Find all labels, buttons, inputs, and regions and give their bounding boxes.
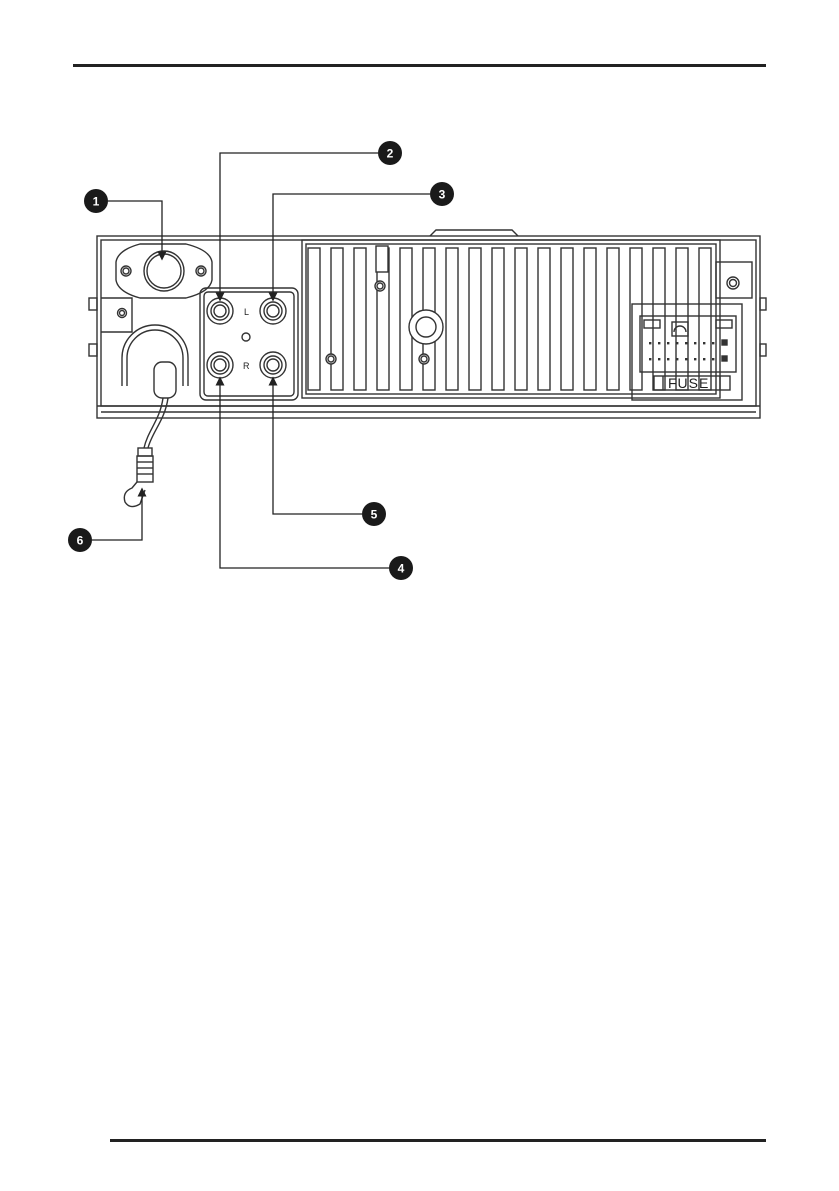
callout-5-label: 5 xyxy=(371,508,378,522)
rca-jack-front-right xyxy=(207,352,233,378)
antenna-socket xyxy=(116,244,212,298)
heat-sink-fin xyxy=(308,248,320,390)
heat-sink-fin xyxy=(561,248,573,390)
connector-pin xyxy=(694,342,696,344)
heat-sink-fin xyxy=(331,248,343,390)
rca-panel xyxy=(200,288,298,400)
heat-sink-fin xyxy=(469,248,481,390)
callout-4: 4 xyxy=(389,556,413,580)
footer-rule xyxy=(110,1139,766,1142)
rca-jack-rear-left xyxy=(260,298,286,324)
callout-5: 5 xyxy=(362,502,386,526)
connector-pin xyxy=(649,358,651,360)
heat-sink-fins xyxy=(308,248,711,390)
connector-pin xyxy=(712,358,714,360)
connector-pin xyxy=(703,358,705,360)
heat-sink-fin xyxy=(492,248,504,390)
callout-2-label: 2 xyxy=(387,147,394,161)
heat-sink-fin xyxy=(699,248,711,390)
callout-2: 2 xyxy=(378,141,402,165)
antenna-cable xyxy=(124,398,168,507)
connector-pin xyxy=(667,358,669,360)
heat-sink-fin xyxy=(538,248,550,390)
heat-sink-fin xyxy=(607,248,619,390)
heat-sink-fin xyxy=(676,248,688,390)
port-label-right: R xyxy=(243,361,250,371)
heat-sink-fin xyxy=(653,248,665,390)
heat-sink-fin xyxy=(584,248,596,390)
callout-1-label: 1 xyxy=(93,195,100,209)
callout-6-label: 6 xyxy=(77,534,84,548)
connector-pin xyxy=(685,342,687,344)
heat-sink-fin xyxy=(515,248,527,390)
callout-3-label: 3 xyxy=(439,188,446,202)
fuse-label: FUSE xyxy=(668,375,709,391)
callout-6: 6 xyxy=(68,528,92,552)
connector-pin xyxy=(658,358,660,360)
connector-pin xyxy=(676,358,678,360)
heat-sink-fin xyxy=(400,248,412,390)
connector-pin xyxy=(658,342,660,344)
connector-pin xyxy=(667,342,669,344)
connector-pins xyxy=(649,342,714,360)
callout-3: 3 xyxy=(430,182,454,206)
port-label-left: L xyxy=(244,307,249,317)
callout-4-label: 4 xyxy=(398,562,405,576)
heat-sink xyxy=(302,240,720,398)
mount-screw-right xyxy=(716,262,752,298)
heat-sink-fin xyxy=(354,248,366,390)
heat-sink-fin xyxy=(446,248,458,390)
connector-pin xyxy=(649,342,651,344)
connector-pin xyxy=(712,342,714,344)
radio-rear-panel-diagram: L R FUSE xyxy=(0,0,839,620)
callout-1: 1 xyxy=(84,189,108,213)
connector-pin xyxy=(676,342,678,344)
rca-jack-front-left xyxy=(207,298,233,324)
connector-pin xyxy=(685,358,687,360)
cable-boss xyxy=(122,325,188,398)
connector-pin xyxy=(703,342,705,344)
connector-pin xyxy=(694,358,696,360)
rca-jack-rear-right xyxy=(260,352,286,378)
